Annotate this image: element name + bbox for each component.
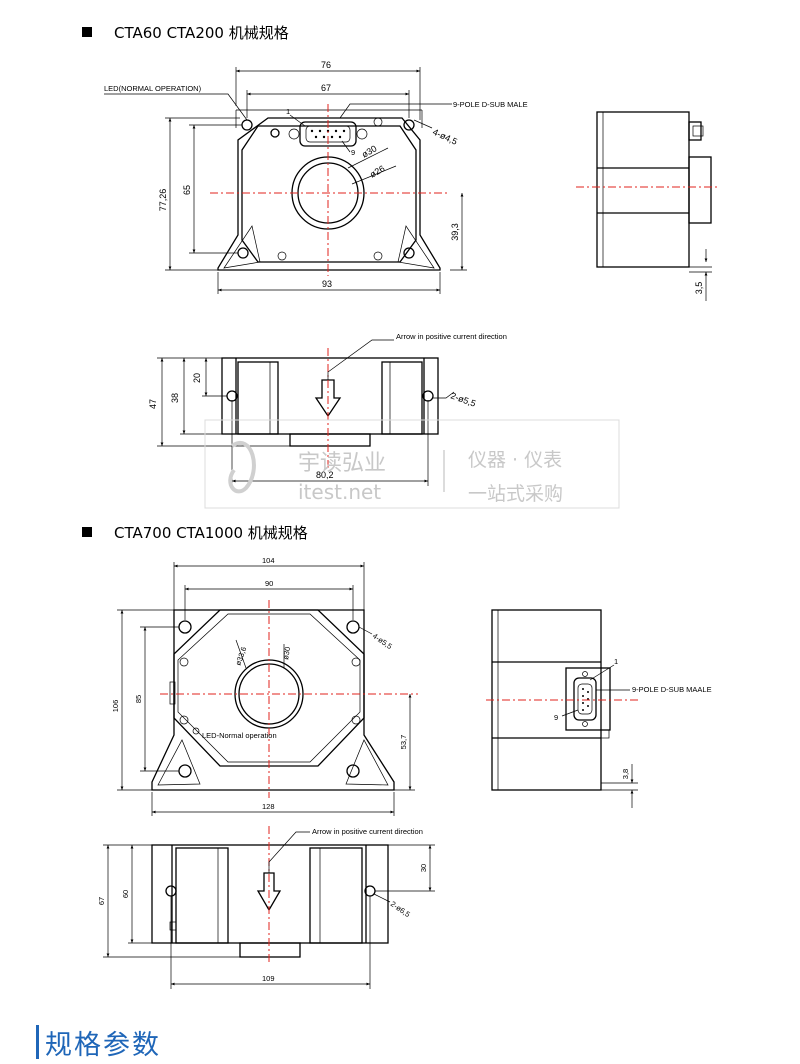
watermark-brand: 宇读弘业 — [298, 451, 386, 476]
dim-39-3: 39,3 — [450, 223, 460, 241]
dim-30: 30 — [419, 864, 428, 872]
cta1000-front-dimensions: 104 90 106 85 128 53,7 4-ø5,5 ø33,6 ø30 … — [111, 556, 415, 816]
dim-90: 90 — [265, 579, 273, 588]
dim-128: 128 — [262, 802, 275, 811]
pin-1-label: 1 — [286, 107, 290, 116]
dim-104: 104 — [262, 556, 275, 565]
cta60-bottom-view: 47 38 20 2-ø5,5 80,2 Arrow in positive c… — [148, 332, 507, 486]
watermark-line-2: 一站式采购 — [468, 483, 563, 505]
footer-heading: 规格参数 — [36, 1022, 161, 1062]
section-title-cta700-cta1000: CTA700 CTA1000 机械规格 — [82, 522, 308, 543]
dim-3-8: 3,8 — [621, 769, 630, 779]
cta1000-side-view: 1 9-POLE D-SUB MAALE 9 3,8 — [486, 609, 712, 808]
dsub-maale-label: 9-POLE D-SUB MAALE — [632, 685, 712, 694]
dim-85: 85 — [134, 695, 143, 703]
cta60-front-dimensions: 76 67 77,26 65 93 39,3 LED(NORMAL OPERAT… — [104, 60, 528, 294]
dim-53-7: 53,7 — [399, 735, 408, 750]
pin-1-label: 1 — [614, 657, 618, 666]
dim-80-2: 80,2 — [316, 470, 334, 480]
arrow-current-direction-label: Arrow in positive current direction — [396, 332, 507, 341]
watermark-line-1: 仪器 · 仪表 — [468, 449, 562, 471]
section-title-text: CTA60 CTA200 机械规格 — [114, 24, 289, 42]
holes-2-dia-6-5: 2-ø6,5 — [389, 899, 412, 919]
dim-109: 109 — [262, 974, 275, 983]
watermark: 宇读弘业 itest.net 仪器 · 仪表 一站式采购 — [204, 419, 620, 509]
mechanical-drawings: 76 67 77,26 65 93 39,3 LED(NORMAL OPERAT… — [97, 60, 720, 989]
bullet-square-icon — [82, 527, 92, 537]
cta60-front-view — [210, 104, 450, 276]
led-normal-operation-label: LED-Normal operation — [202, 731, 277, 740]
holes-2-dia-5-5: 2-ø5,5 — [449, 390, 477, 408]
dsub-male-label: 9-POLE D-SUB MALE — [453, 100, 528, 109]
dim-93: 93 — [322, 279, 332, 289]
watermark-site: itest.net — [298, 480, 381, 504]
dim-47: 47 — [148, 399, 158, 409]
holes-4-dia-5-5: 4-ø5,5 — [371, 631, 394, 651]
dim-67: 67 — [321, 83, 331, 93]
holes-4-dia-4-5: 4-ø4,5 — [431, 127, 459, 147]
arrow-current-direction-label: Arrow in positive current direction — [312, 827, 423, 836]
cta1000-bottom-view: 67 60 30 2-ø6,5 109 Arrow in positive cu… — [97, 826, 435, 989]
bullet-square-icon — [82, 27, 92, 37]
pin-9-label: 9 — [554, 713, 558, 722]
footer-title: 规格参数 — [45, 1029, 161, 1061]
dim-60: 60 — [121, 890, 130, 898]
cta60-side-view: 3,5 — [576, 111, 720, 301]
dim-76: 76 — [321, 60, 331, 70]
dia-30-label: ø30 — [281, 646, 292, 660]
led-normal-operation-label: LED(NORMAL OPERATION) — [104, 84, 202, 93]
dim-20: 20 — [192, 373, 202, 383]
section-title-cta60-cta200: CTA60 CTA200 机械规格 — [82, 22, 289, 43]
cta1000-front-view — [151, 600, 418, 798]
dim-3-5: 3,5 — [694, 282, 704, 295]
section-title-text: CTA700 CTA1000 机械规格 — [114, 524, 308, 542]
dim-106: 106 — [111, 700, 120, 713]
pin-9-label: 9 — [351, 148, 355, 157]
dim-67: 67 — [97, 897, 106, 905]
dia-26-label: ø26 — [368, 163, 386, 179]
footer-accent-bar — [36, 1025, 39, 1059]
dim-77-26: 77,26 — [158, 189, 168, 212]
dim-38: 38 — [170, 393, 180, 403]
dia-33-6-label: ø33,6 — [233, 646, 248, 667]
dim-65: 65 — [182, 185, 192, 195]
